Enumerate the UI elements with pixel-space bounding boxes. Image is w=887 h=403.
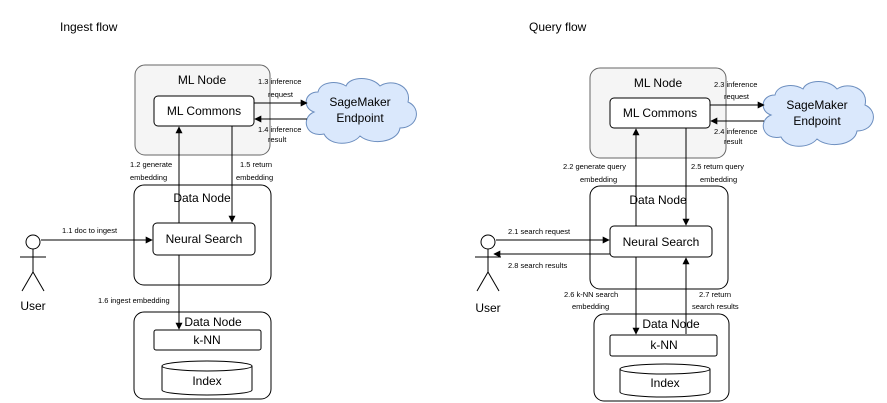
query-knn	[609, 334, 718, 357]
ingest-flow: Ingest flow ML Node ML Commons SageMaker…	[20, 20, 417, 400]
ingest-label-1-1: 1.1 doc to ingest	[62, 226, 118, 235]
ingest-knn	[153, 329, 262, 351]
query-index-label: Index	[650, 376, 679, 390]
ingest-ml-node-label: ML Node	[178, 73, 227, 87]
ingest-data-node-bottom-label: Data Node	[184, 315, 242, 329]
ingest-data-node-top-label: Data Node	[173, 191, 231, 205]
ingest-label-1-2b: embedding	[130, 173, 167, 182]
ingest-neural-search	[152, 222, 256, 256]
query-data-node-bottom-label: Data Node	[642, 317, 700, 331]
ingest-label-1-5a: 1.5 return	[240, 160, 272, 169]
ingest-index-cylinder	[161, 360, 253, 396]
ingest-label-1-5b: embedding	[236, 173, 273, 182]
ingest-label-1-2a: 1.2 generate	[130, 160, 172, 169]
query-user-icon	[475, 234, 501, 292]
ingest-sagemaker-line1: SageMaker	[329, 95, 390, 109]
query-label-2-8: 2.8 search results	[508, 261, 567, 270]
query-ml-node-label: ML Node	[634, 76, 683, 90]
query-label-2-3a: 2.3 inference	[714, 80, 757, 89]
query-sagemaker-line1: SageMaker	[786, 98, 847, 112]
query-label-2-4b: result	[724, 137, 743, 146]
query-neural-search-label: Neural Search	[623, 235, 700, 249]
ingest-user-label: User	[20, 299, 45, 313]
query-label-2-7a: 2.7 return	[699, 290, 731, 299]
query-user-label: User	[475, 301, 500, 315]
query-neural-search	[609, 225, 713, 258]
query-label-2-5a: 2.5 return query	[691, 162, 744, 171]
ingest-label-1-4a: 1.4 inference	[258, 125, 301, 134]
query-label-2-6b: embedding	[572, 302, 609, 311]
query-label-2-2a: 2.2 generate query	[563, 162, 626, 171]
query-ml-commons	[609, 97, 711, 129]
query-data-node-top-label: Data Node	[629, 193, 687, 207]
ingest-neural-search-label: Neural Search	[166, 232, 243, 246]
ingest-label-1-3b: request	[268, 90, 294, 99]
query-sagemaker-line2: Endpoint	[793, 114, 841, 128]
ingest-label-1-6: 1.6 ingest embedding	[98, 296, 170, 305]
ingest-user-icon	[20, 234, 46, 292]
ingest-ml-commons	[153, 95, 255, 127]
query-label-2-3b: request	[724, 92, 750, 101]
query-flow: Query flow ML Node ML Commons SageMaker …	[475, 20, 874, 402]
query-index-cylinder	[619, 363, 711, 398]
ingest-sagemaker-line2: Endpoint	[336, 111, 384, 125]
ingest-sagemaker-cloud	[305, 78, 417, 144]
query-label-2-7b: search results	[692, 302, 739, 311]
query-label-2-2b: embedding	[580, 175, 617, 184]
ingest-label-1-4b: result	[268, 135, 287, 144]
query-knn-label: k-NN	[650, 338, 677, 352]
query-label-2-6a: 2.6 k-NN search	[564, 290, 618, 299]
ingest-ml-commons-label: ML Commons	[167, 104, 241, 118]
ingest-flow-title: Ingest flow	[60, 20, 118, 34]
query-label-2-1: 2.1 search request	[508, 227, 571, 236]
query-label-2-4a: 2.4 inference	[714, 127, 757, 136]
query-label-2-5b: embedding	[700, 175, 737, 184]
ingest-index-label: Index	[192, 374, 221, 388]
ingest-label-1-3a: 1.3 inference	[258, 77, 301, 86]
ingest-knn-label: k-NN	[193, 333, 220, 347]
query-ml-commons-label: ML Commons	[623, 106, 697, 120]
query-sagemaker-cloud	[762, 81, 874, 147]
query-flow-title: Query flow	[529, 20, 587, 34]
